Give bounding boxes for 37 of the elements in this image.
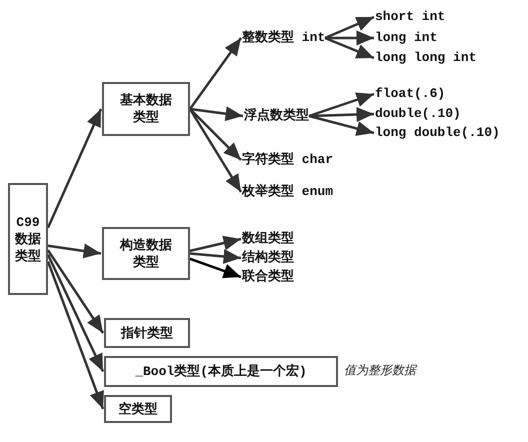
type-label: 整数类型 int bbox=[242, 29, 326, 47]
arrow bbox=[48, 244, 102, 258]
type-label: long int bbox=[375, 29, 438, 47]
type-box: 基本数据类型 bbox=[102, 82, 190, 136]
type-label: 字符类型 char bbox=[242, 151, 334, 169]
type-label: float(.6) bbox=[375, 85, 446, 103]
type-label: 枚举类型 enum bbox=[242, 183, 334, 201]
type-box: _Bool类型(本质上是一个宏) bbox=[104, 356, 338, 387]
type-label: short int bbox=[375, 8, 446, 26]
arrow bbox=[325, 30, 374, 46]
arrow bbox=[324, 16, 374, 40]
type-label: long long int bbox=[375, 49, 476, 67]
arrow bbox=[190, 236, 242, 252]
arrow bbox=[188, 37, 242, 110]
type-label: 联合类型 bbox=[242, 268, 294, 286]
arrow bbox=[46, 108, 102, 228]
arrow bbox=[308, 92, 374, 118]
type-label: 结构类型 bbox=[242, 249, 294, 267]
type-label: double(.10) bbox=[375, 105, 461, 123]
note-text: 值为整形数据 bbox=[344, 362, 416, 378]
type-label: long double(.10) bbox=[375, 124, 500, 142]
arrow bbox=[189, 108, 242, 161]
type-box: C99数据类型 bbox=[8, 183, 48, 295]
arrow bbox=[190, 106, 244, 122]
arrow bbox=[190, 258, 242, 278]
arrow bbox=[324, 36, 374, 60]
arrow bbox=[46, 250, 104, 334]
type-box: 指针类型 bbox=[104, 318, 190, 348]
arrow bbox=[46, 254, 104, 372]
arrow bbox=[308, 114, 374, 136]
arrow bbox=[46, 260, 104, 410]
arrow bbox=[190, 249, 242, 264]
arrow bbox=[308, 107, 374, 122]
type-label: 数组类型 bbox=[242, 230, 294, 248]
type-box: 构造数据类型 bbox=[102, 227, 190, 280]
type-box: 空类型 bbox=[104, 395, 172, 423]
type-label: 浮点数类型 bbox=[244, 107, 309, 125]
